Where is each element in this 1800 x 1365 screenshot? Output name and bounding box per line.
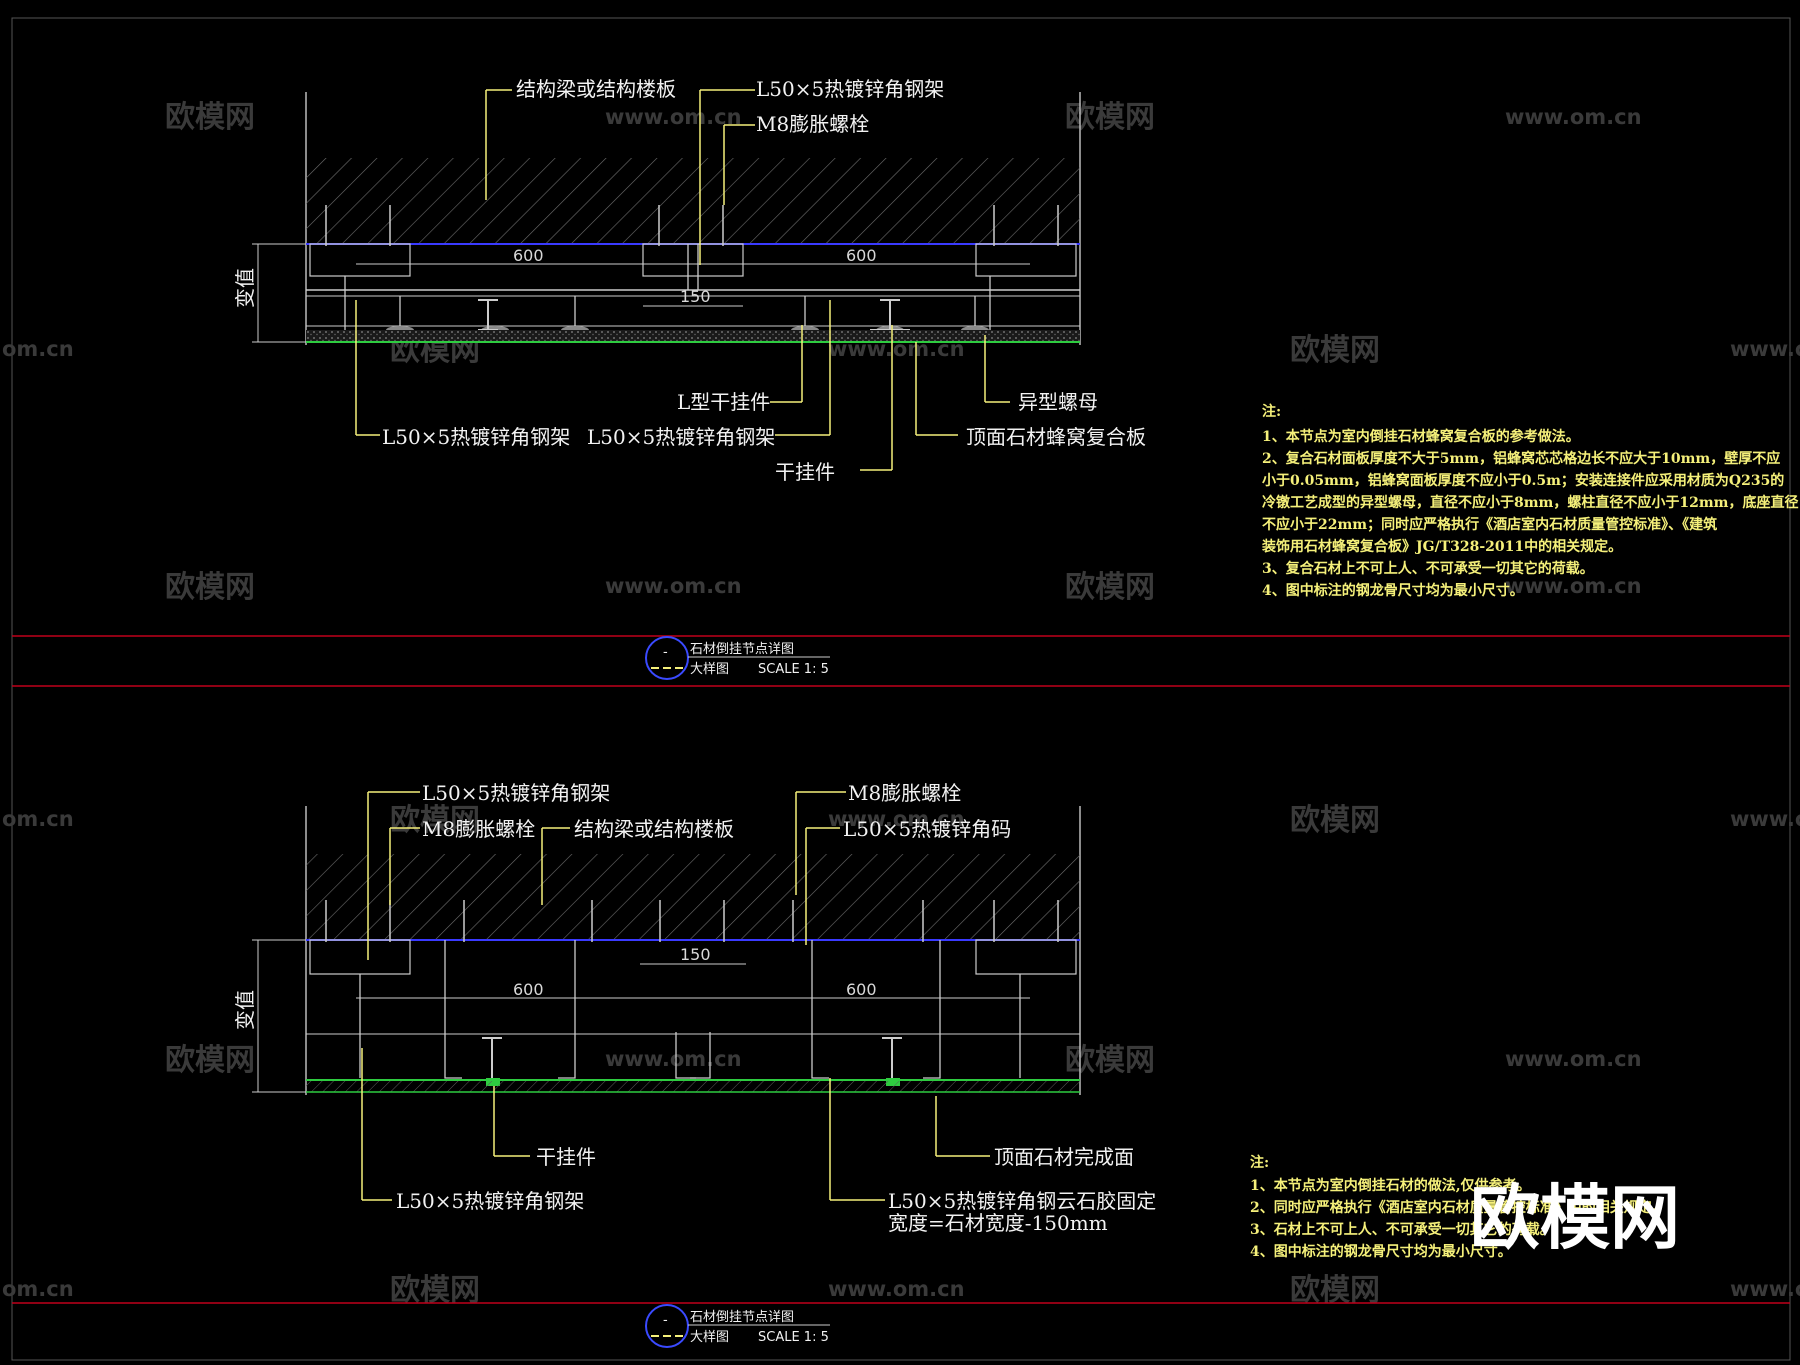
label-structure: 结构梁或结构楼板 [574, 817, 734, 841]
detail-1: 变值 600 600 150 结构梁或结构楼板 L50×5热镀锌角钢架 M8膨胀… [233, 77, 1798, 599]
title-name: 石材倒挂节点详图 [690, 1310, 794, 1325]
height-label: 变值 [233, 990, 257, 1030]
dim-600-left: 600 [513, 246, 544, 265]
label-hanger: 干挂件 [775, 460, 835, 484]
watermark-url: www.om.cn [1730, 337, 1800, 361]
title-symbol-circle [645, 636, 689, 680]
label-finish: 顶面石材完成面 [994, 1145, 1134, 1169]
label-nut: 异型螺母 [1018, 390, 1098, 414]
concrete-slab [306, 854, 1080, 940]
watermark-brand: 欧模网 [1065, 570, 1155, 605]
title-block-2: - 石材倒挂节点详图 大样图 SCALE 1: 5 [645, 1304, 830, 1348]
svg-text:1、本节点为室内倒挂石材的做法,仅供参考。: 1、本节点为室内倒挂石材的做法,仅供参考。 [1250, 1177, 1531, 1194]
svg-text:-: - [663, 645, 668, 660]
watermark-brand: 欧模网 [165, 1043, 255, 1078]
watermark-url: www.om.cn [1505, 574, 1642, 598]
watermark-brand: 欧模网 [1290, 803, 1380, 838]
svg-text:4、图中标注的钢龙骨尺寸均为最小尺寸。: 4、图中标注的钢龙骨尺寸均为最小尺寸。 [1250, 1243, 1512, 1260]
watermark-url: www.om.cn [828, 807, 965, 831]
watermark-brand: 欧模网 [1065, 100, 1155, 135]
title-name: 石材倒挂节点详图 [690, 642, 794, 657]
watermark-url: www.om.cn [605, 105, 742, 129]
svg-text:注:: 注: [1250, 1154, 1269, 1171]
label-bolt-right: M8膨胀螺栓 [848, 781, 961, 805]
honeycomb-panel [306, 330, 1080, 342]
label-angle-code: L50×5热镀锌角码 [843, 817, 1011, 841]
svg-text:冷镦工艺成型的异型螺母，直径不应小于8mm，螺柱直径不应小于: 冷镦工艺成型的异型螺母，直径不应小于8mm，螺柱直径不应小于12mm，底座直径 [1262, 494, 1798, 511]
watermark-brand: 欧模网 [165, 100, 255, 135]
svg-text:1、本节点为室内倒挂石材蜂窝复合板的参考做法。: 1、本节点为室内倒挂石材蜂窝复合板的参考做法。 [1262, 428, 1580, 445]
watermark-url: www.om.cn [605, 574, 742, 598]
watermark-url: www.om.cn [1505, 105, 1642, 129]
dim-150: 150 [680, 945, 711, 964]
stone-panel [306, 1080, 1080, 1092]
watermark-url: www.om.cn [1730, 807, 1800, 831]
label-glue-line1: L50×5热镀锌角钢云石胶固定 [888, 1189, 1156, 1213]
watermark-brand: 欧模网 [1290, 333, 1380, 368]
title-scale: SCALE 1: 5 [758, 662, 829, 677]
label-angle-frame-top: L50×5热镀锌角钢架 [422, 781, 610, 805]
title-sub: 大样图 [690, 1330, 729, 1345]
concrete-slab [306, 158, 1080, 244]
watermark-url: www.om.cn [1505, 1047, 1642, 1071]
dim-600-left: 600 [513, 980, 544, 999]
watermark-brand: 欧模网 [390, 803, 480, 838]
label-bolt: M8膨胀螺栓 [756, 112, 869, 136]
label-glue-line2: 宽度=石材宽度-150mm [888, 1211, 1108, 1235]
label-structure: 结构梁或结构楼板 [516, 77, 676, 101]
svg-text:3、石材上不可上人、不可承受一切其它的荷载。: 3、石材上不可上人、不可承受一切其它的荷载。 [1250, 1221, 1554, 1238]
title-symbol-circle [645, 1304, 689, 1348]
watermark-url: om.cn [2, 1277, 74, 1301]
title-sub: 大样图 [690, 662, 729, 677]
watermarks: 欧模网 www.om.cn 欧模网 www.om.cn om.cn 欧模网 ww… [2, 100, 1800, 1308]
label-angle-frame-top: L50×5热镀锌角钢架 [756, 77, 944, 101]
label-angle-frame-mid: L50×5热镀锌角钢架 [587, 425, 775, 449]
dim-150: 150 [680, 287, 711, 306]
svg-text:小于0.05mm，铝蜂窝面板厚度不应小于0.5m；安装连接件: 小于0.05mm，铝蜂窝面板厚度不应小于0.5m；安装连接件应采用材质为Q235… [1262, 472, 1784, 489]
watermark-brand: 欧模网 [1065, 1043, 1155, 1078]
svg-text:2、同时应严格执行《酒店室内石材质量管控标准》中的相关规定。: 2、同时应严格执行《酒店室内石材质量管控标准》中的相关规定。 [1250, 1199, 1666, 1216]
watermark-url: om.cn [2, 807, 74, 831]
height-label: 变值 [233, 268, 257, 308]
label-honeycomb: 顶面石材蜂窝复合板 [966, 425, 1146, 449]
title-block-1: - 石材倒挂节点详图 大样图 SCALE 1: 5 [645, 636, 830, 680]
watermark-url: www.om.cn [1730, 1277, 1800, 1301]
watermark-brand: 欧模网 [165, 570, 255, 605]
svg-text:注:: 注: [1262, 403, 1281, 420]
watermark-brand: 欧模网 [1290, 1273, 1380, 1308]
detail-2: 变值 150 600 600 L50×5热镀锌角钢架 M8膨胀螺栓 结构梁或结构… [233, 781, 1666, 1260]
drawing-frame [11, 17, 1791, 1361]
dim-600-right: 600 [846, 246, 877, 265]
title-scale: SCALE 1: 5 [758, 1330, 829, 1345]
svg-text:不应小于22mm；同时应严格执行《酒店室内石材质量管控标准》: 不应小于22mm；同时应严格执行《酒店室内石材质量管控标准》、《建筑 [1262, 516, 1717, 533]
watermark-brand: 欧模网 [390, 1273, 480, 1308]
watermark-url: om.cn [2, 337, 74, 361]
svg-text:2、复合石材面板厚度不大于5mm，铝蜂窝芯芯格边长不应大于1: 2、复合石材面板厚度不大于5mm，铝蜂窝芯芯格边长不应大于10mm，壁厚不应 [1262, 450, 1780, 467]
svg-text:-: - [663, 1313, 668, 1328]
notes-1: 注: 1、本节点为室内倒挂石材蜂窝复合板的参考做法。 2、复合石材面板厚度不大于… [1261, 403, 1798, 599]
svg-text:装饰用石材蜂窝复合板》JG/T328-2011中的相关规定。: 装饰用石材蜂窝复合板》JG/T328-2011中的相关规定。 [1261, 538, 1622, 555]
label-hanger: 干挂件 [536, 1145, 596, 1169]
notes-2: 注: 1、本节点为室内倒挂石材的做法,仅供参考。 2、同时应严格执行《酒店室内石… [1250, 1154, 1666, 1260]
svg-text:4、图中标注的钢龙骨尺寸均为最小尺寸。: 4、图中标注的钢龙骨尺寸均为最小尺寸。 [1262, 582, 1524, 599]
svg-text:3、复合石材上不可上人、不可承受一切其它的荷载。: 3、复合石材上不可上人、不可承受一切其它的荷载。 [1262, 560, 1594, 577]
label-bolt-left: M8膨胀螺栓 [422, 817, 535, 841]
label-angle-frame-left: L50×5热镀锌角钢架 [382, 425, 570, 449]
watermark-url: www.om.cn [605, 1047, 742, 1071]
brand-logo: 欧模网 [1470, 1177, 1680, 1259]
label-l-hanger: L型干挂件 [677, 390, 770, 414]
dim-600-right: 600 [846, 980, 877, 999]
watermark-url: www.om.cn [828, 1277, 965, 1301]
label-angle-frame-left: L50×5热镀锌角钢架 [396, 1189, 584, 1213]
